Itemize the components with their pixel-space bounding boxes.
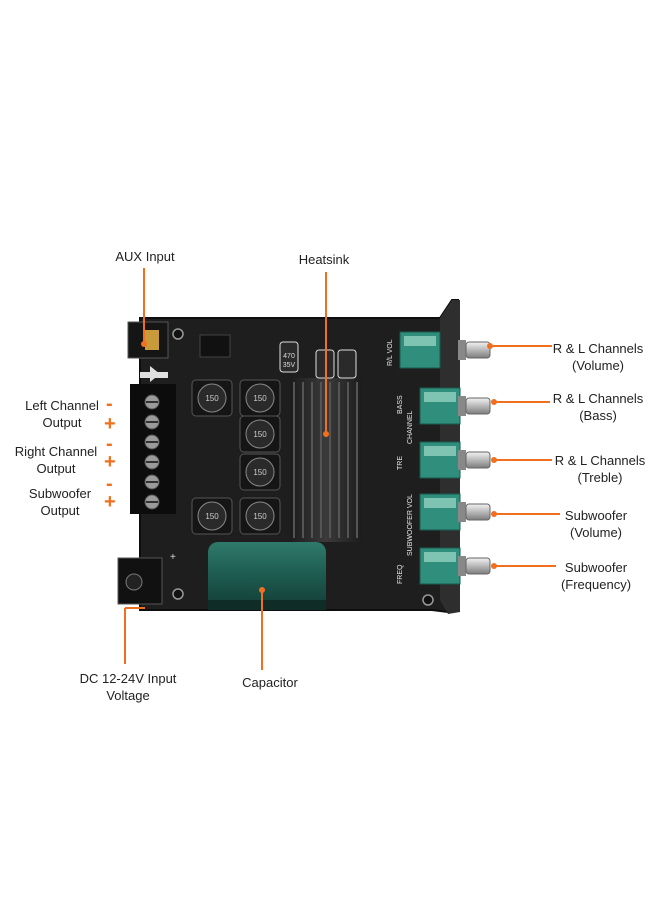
terminal-screw [144,474,160,490]
terminal-screw [144,434,160,450]
callout-dot [491,511,497,517]
silk-channel: CHANNEL [407,410,414,444]
callout-dot [141,341,147,347]
knob[interactable] [458,450,491,470]
terminal-screw [144,494,160,510]
svg-text:+: + [170,552,176,563]
callout-dot [259,587,265,593]
inductor: 150 [239,379,281,417]
label-subwoofer-frequency: Subwoofer (Frequency) [560,560,632,592]
polarity-plus: + [104,451,116,473]
silk-vol: R/L VOL [387,339,394,366]
polarity-minus: - [106,433,113,455]
label-rl-bass: R & L Channels (Bass) [552,391,644,423]
label-subwoofer-volume: Subwoofer (Volume) [564,508,628,540]
silk-freq: FREQ [397,564,404,584]
label-rl-treble: R & L Channels (Treble) [554,453,646,485]
callout-dot [487,343,493,349]
mount-hole [172,588,184,600]
svg-text:150: 150 [253,394,267,403]
potentiometer [419,493,461,531]
polarity-plus: + [104,491,116,513]
inductor: 150 [239,453,281,491]
label-capacitor: Capacitor [242,675,298,690]
small-capacitors: 470 35V [279,341,357,379]
potentiometer [419,547,461,585]
inductor: 150 [239,415,281,453]
callout-dot [323,431,329,437]
label-right-channel-output: Right Channel Output [14,444,98,476]
label-dc-input-voltage: DC 12-24V Input Voltage [79,671,177,703]
svg-text:150: 150 [253,468,267,477]
callout-dot [491,563,497,569]
silk-bass: BASS [397,395,404,414]
knob[interactable] [458,340,491,360]
cap-label: 470 [283,353,295,360]
polarity-plus: + [104,413,116,435]
potentiometer [419,387,461,425]
terminal-screw [144,454,160,470]
label-heatsink: Heatsink [298,252,350,267]
knob[interactable] [458,502,491,522]
main-capacitor [208,542,326,610]
mount-hole [172,328,184,340]
potentiometer [399,331,441,369]
inductor: 150 [191,497,233,535]
callout-dot [491,399,497,405]
potentiometer [419,441,461,479]
label-aux-input: AUX Input [115,249,175,264]
svg-text:150: 150 [205,394,219,403]
label-left-channel-output: Left Channel Output [25,398,99,430]
polarity-minus: - [106,393,113,415]
svg-text:150: 150 [205,512,219,521]
inductor: 150 [191,379,233,417]
svg-text:150: 150 [253,512,267,521]
knob[interactable] [458,556,491,576]
silk-treble: TRE [397,456,404,470]
label-rl-volume: R & L Channels (Volume) [552,341,644,373]
terminal-screw [144,394,160,410]
silk-subvol: SUBWOOFER VOL [407,494,414,556]
terminal-screw [144,414,160,430]
cap-label: 35V [283,362,296,369]
svg-text:150: 150 [253,430,267,439]
label-subwoofer-output: Subwoofer Output [28,486,92,518]
callout-dot [491,457,497,463]
inductor: 150 [239,497,281,535]
knob[interactable] [458,396,491,416]
bluetooth-icon [140,366,168,382]
polarity-minus: - [106,473,113,495]
mount-hole [422,594,434,606]
